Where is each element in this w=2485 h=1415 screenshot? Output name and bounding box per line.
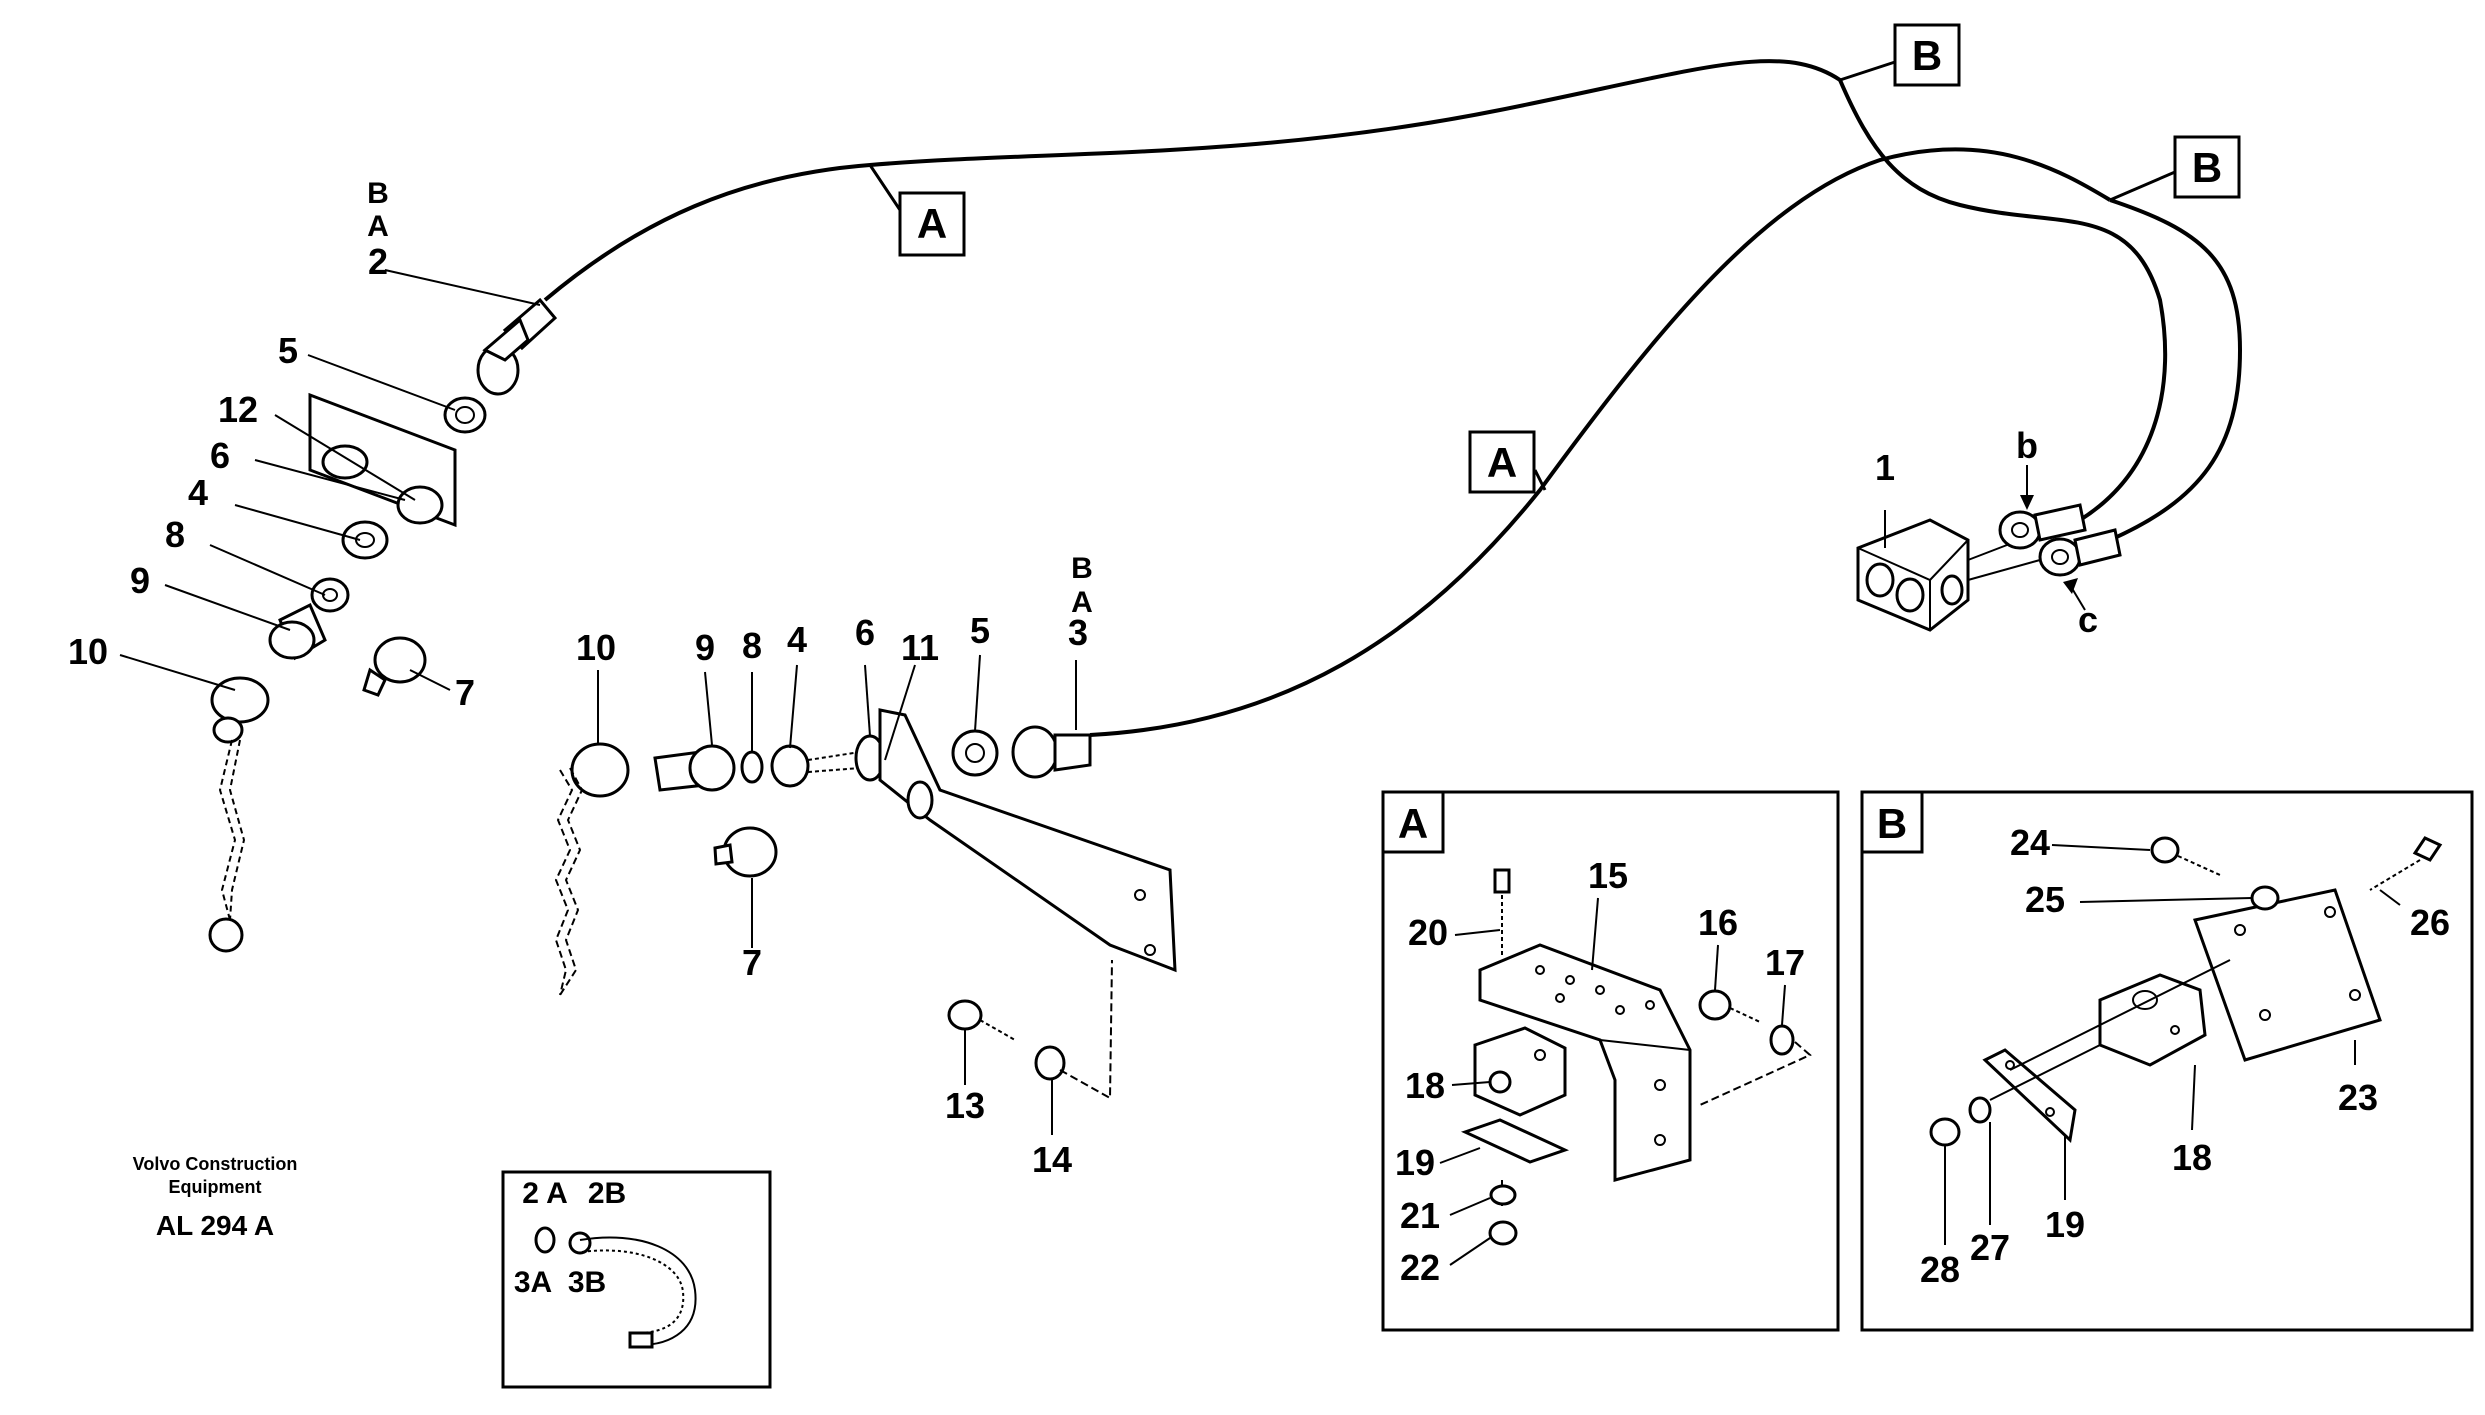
caption-line1: Volvo Construction (133, 1154, 298, 1174)
hose-tag-a2-text: A (1487, 439, 1517, 486)
callout-12: 12 (218, 389, 258, 430)
detail-b-panel: B (1860, 790, 2474, 1332)
hose-tag-b-upper: B (1839, 23, 1961, 87)
callout-24: 24 (2010, 822, 2050, 863)
callout-16: 16 (1698, 902, 1738, 943)
callout-10-top: 10 (68, 631, 108, 672)
detail-a-panel: A (1381, 790, 1840, 1332)
callout-28: 28 (1920, 1249, 1960, 1290)
hose-tag-b-right: B (2109, 135, 2241, 202)
callout-17: 17 (1765, 942, 1805, 983)
callout-b-lower: b (2016, 425, 2038, 466)
top-left-labels: B A 2 5 12 6 4 8 9 10 7 (68, 177, 475, 713)
callout-c-lower: c (2078, 599, 2098, 640)
callout-b-mid: B (1071, 552, 1093, 585)
top-left-assembly (208, 297, 558, 953)
hose-tag-a-upper: A (868, 164, 966, 257)
callout-13: 13 (945, 1085, 985, 1126)
callout-2: 2 (368, 241, 388, 282)
callout-5-top: 5 (278, 330, 298, 371)
callout-7-top: 7 (455, 672, 475, 713)
detail-b-title: B (1877, 800, 1907, 847)
inset-labels: 2 A 2B 3A 3B (514, 1177, 626, 1299)
callout-6-top: 6 (210, 435, 230, 476)
callout-27: 27 (1970, 1227, 2010, 1268)
callout-19-b: 19 (2045, 1204, 2085, 1245)
detail-a-title: A (1398, 800, 1428, 847)
callout-9-mid: 9 (695, 627, 715, 668)
caption: Volvo Construction Equipment AL 294 A (133, 1154, 298, 1241)
detail-b-leaders (1944, 844, 2401, 1245)
valve-block-assembly (1856, 465, 2122, 632)
callout-11: 11 (901, 627, 939, 668)
detail-a-leaders (1439, 897, 1786, 1266)
hose-tag-a-lower: A (1468, 430, 1547, 494)
callout-a-top-left: A (367, 210, 389, 243)
callout-25: 25 (2025, 879, 2065, 920)
arrow-b-icon (2020, 495, 2034, 510)
callout-4-mid: 4 (787, 619, 807, 660)
callout-23: 23 (2338, 1077, 2378, 1118)
callout-19-a: 19 (1395, 1142, 1435, 1183)
callout-22: 22 (1400, 1247, 1440, 1288)
callout-18-a: 18 (1405, 1065, 1445, 1106)
caption-line2: Equipment (169, 1177, 262, 1197)
callout-8-top: 8 (165, 514, 185, 555)
callout-1: 1 (1875, 447, 1895, 488)
callout-9-top: 9 (130, 560, 150, 601)
arrow-c-icon (2063, 578, 2078, 594)
hose-a-lower (1089, 147, 2243, 737)
middle-leaders (597, 654, 1077, 1135)
caption-code: AL 294 A (156, 1210, 274, 1241)
callout-21: 21 (1400, 1195, 1440, 1236)
callout-26: 26 (2410, 902, 2450, 943)
callout-b-top-left: B (367, 177, 389, 210)
callout-7-mid: 7 (742, 942, 762, 983)
hose-a-upper (543, 59, 2168, 522)
callout-4-top: 4 (188, 472, 208, 513)
top-left-leaders (119, 269, 541, 691)
inset-label-3a: 3A (514, 1266, 552, 1299)
inset-label-2a: 2 A (522, 1177, 568, 1210)
callout-10-mid: 10 (576, 627, 616, 668)
callout-8-mid: 8 (742, 625, 762, 666)
hose-tag-b2-text: B (2192, 144, 2222, 191)
callout-5-mid: 5 (970, 610, 990, 651)
middle-labels: 10 9 8 4 6 11 5 B A 3 7 13 14 (576, 552, 1093, 1180)
callout-a-mid: A (1071, 586, 1093, 619)
callout-18-b: 18 (2172, 1137, 2212, 1178)
callout-3: 3 (1068, 612, 1088, 653)
hose-tag-a1-text: A (917, 200, 947, 247)
callout-6-mid: 6 (855, 612, 875, 653)
callout-14: 14 (1032, 1139, 1072, 1180)
inset-label-3b: 3B (568, 1266, 606, 1299)
middle-assembly (554, 708, 1177, 1100)
callout-15: 15 (1588, 855, 1628, 896)
detail-b-labels: 24 25 26 23 18 19 27 28 (1920, 822, 2450, 1290)
hose-tag-b1-text: B (1912, 32, 1942, 79)
detail-a-labels: 15 20 16 17 18 19 21 22 (1395, 855, 1805, 1288)
callout-20: 20 (1408, 912, 1448, 953)
inset-panel (501, 1170, 772, 1389)
valve-block-labels: 1 b c (1875, 425, 2098, 640)
inset-label-2b: 2B (588, 1177, 626, 1210)
